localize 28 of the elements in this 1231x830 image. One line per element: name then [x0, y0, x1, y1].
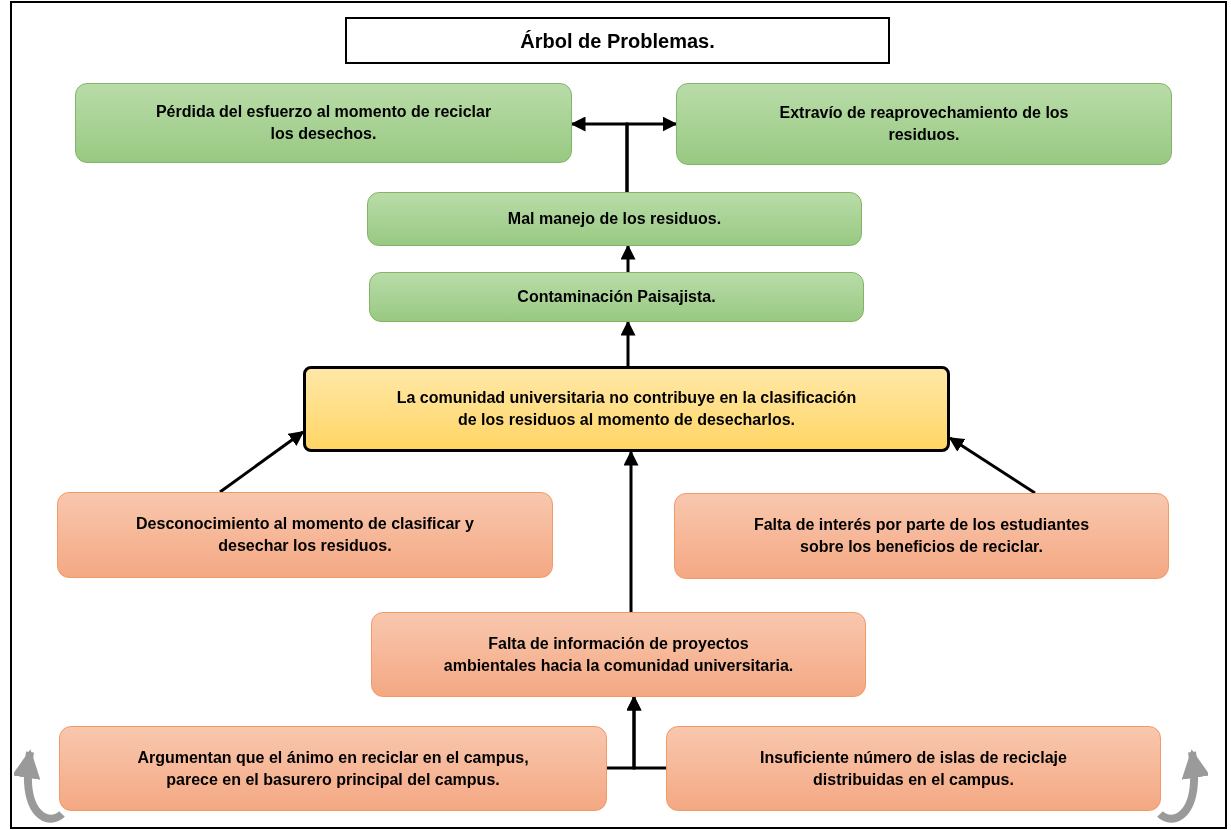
box-text: Insuficiente número de islas de reciclaje distribuidas en el campus. — [759, 747, 1068, 790]
arrow — [620, 320, 636, 366]
arrow — [219, 430, 305, 494]
box-text: Mal manejo de los residuos. — [507, 209, 722, 229]
arrow — [620, 244, 636, 272]
effect-box — [676, 83, 1172, 165]
core-problem-box — [303, 366, 950, 452]
title: Árbol de Problemas. — [345, 17, 890, 64]
arrow — [948, 436, 1036, 495]
cause-box — [674, 493, 1169, 579]
cause-box — [371, 612, 866, 697]
box-text: Contaminación Paisajista. — [517, 287, 716, 307]
box-text: La comunidad universitaria no contribuye en la clasificación de los residuos al momento de desecharlos. — [395, 388, 858, 430]
box-text: Argumentan que el ánimo en reciclar en el campus, parece en el basurero principal del campus. — [136, 747, 530, 790]
cause-box — [666, 726, 1161, 811]
cause-box — [57, 492, 553, 578]
box-text: Falta de información de proyectos ambientales hacia la comunidad universitaria. — [442, 633, 795, 676]
effect-box — [75, 83, 572, 163]
arrow — [625, 116, 678, 192]
arrow — [626, 695, 666, 770]
effect-box — [369, 272, 864, 322]
box-text: Pérdida del esfuerzo al momento de reciclar los desechos. — [154, 102, 493, 144]
box-text: Desconocimiento al momento de clasificar y desechar los residuos. — [135, 514, 475, 556]
arrow — [623, 450, 639, 612]
effect-box — [367, 192, 862, 246]
cause-box — [59, 726, 607, 811]
box-text: Falta de interés por parte de los estudiantes sobre los beneficios de reciclar. — [752, 515, 1091, 557]
box-text: Extravío de reaprovechamiento de los residuos. — [778, 103, 1070, 145]
